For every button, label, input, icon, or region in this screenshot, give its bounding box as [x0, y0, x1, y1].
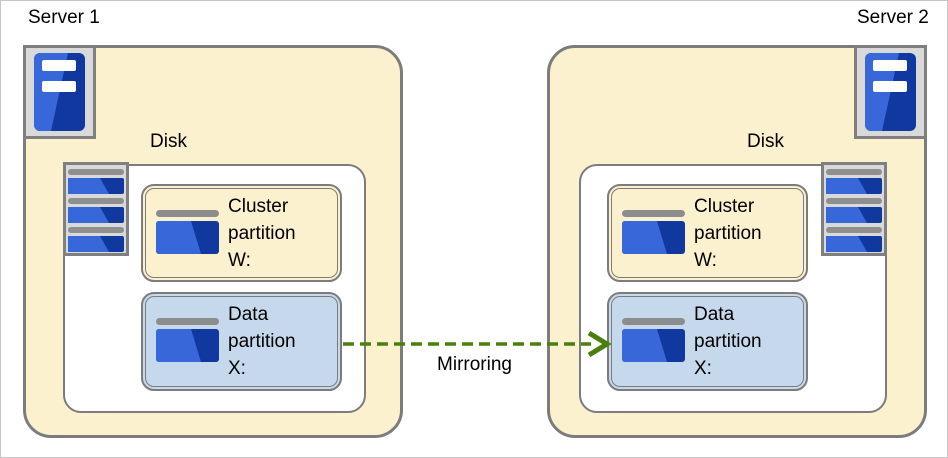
cluster-partition-inner: Cluster partition W:	[611, 188, 804, 278]
partition-icon	[622, 210, 685, 254]
mirroring-label: Mirroring	[437, 354, 512, 375]
cluster-partition-inner: Cluster partition W:	[145, 188, 338, 278]
data-partition-inner: Data partition X:	[611, 296, 804, 387]
data-partition-inner: Data partition X:	[145, 296, 338, 387]
partition-icon	[622, 318, 685, 362]
partition-label-line: X:	[694, 358, 712, 379]
partition-label-line: partition	[694, 331, 762, 352]
cluster-partition-box: Cluster partition W:	[607, 184, 808, 282]
partition-icon	[156, 210, 219, 254]
mirroring-arrow-icon	[335, 327, 615, 361]
disk-label: Disk	[747, 131, 784, 152]
disk-stack-icon	[821, 162, 887, 256]
partition-label-line: partition	[228, 331, 296, 352]
partition-label-line: X:	[228, 358, 246, 379]
server-tower-icon	[854, 45, 927, 139]
disk-stack-icon	[63, 162, 129, 256]
partition-label-line: Cluster	[228, 196, 289, 217]
data-partition-box: Data partition X:	[607, 292, 808, 391]
partition-label-line: Data	[228, 304, 269, 325]
partition-label-line: W:	[694, 250, 717, 271]
disk-label: Disk	[150, 131, 187, 152]
partition-label-line: partition	[228, 223, 296, 244]
partition-label-line: Data	[694, 304, 735, 325]
partition-label-line: partition	[694, 223, 762, 244]
cluster-partition-box: Cluster partition W:	[141, 184, 342, 282]
server-2-label: Server 2	[857, 7, 929, 28]
partition-icon	[156, 318, 219, 362]
partition-label-line: Cluster	[694, 196, 755, 217]
server-tower-icon	[23, 45, 96, 139]
partition-label-line: W:	[228, 250, 251, 271]
server-1-label: Server 1	[28, 7, 100, 28]
data-partition-box: Data partition X:	[141, 292, 342, 391]
